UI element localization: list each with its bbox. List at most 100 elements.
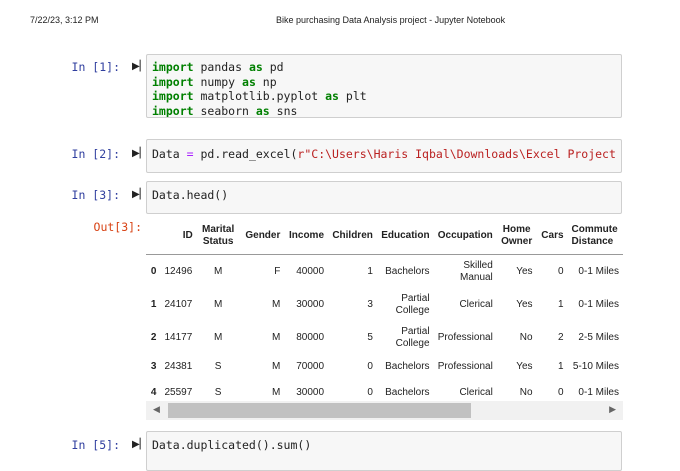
code-text: Data.head(): [152, 188, 229, 202]
code-text: Data: [152, 147, 187, 161]
code-keyword: as: [255, 103, 270, 118]
row-index: 3: [150, 361, 157, 372]
print-datetime: 7/22/23, 3:12 PM: [30, 15, 99, 25]
table-cell: 25597: [164, 387, 193, 398]
code-string: r"C:\Users\Haris Iqbal\Downloads\Excel P…: [297, 147, 616, 161]
cell-prompt: In [5]:: [71, 438, 120, 452]
code-line: import pandas as pd: [152, 60, 616, 75]
run-cell-icon[interactable]: ▶▏: [132, 439, 148, 450]
code-text: numpy: [193, 74, 243, 89]
run-cell-icon[interactable]: ▶▏: [132, 61, 148, 72]
table-cell: S: [214, 387, 222, 398]
row-index: 1: [150, 298, 157, 310]
table-cell: Clerical: [459, 387, 493, 398]
page-title: Bike purchasing Data Analysis project - …: [276, 15, 506, 25]
code-text: sns: [269, 103, 298, 118]
table-cell: 0-1 Miles: [578, 298, 619, 310]
code-line: import matplotlib.pyplot as plt: [152, 89, 616, 104]
code-keyword: as: [242, 74, 256, 89]
table-cell: 40000: [296, 265, 325, 277]
code-keyword: import: [152, 60, 194, 74]
table-cell: M: [272, 331, 281, 343]
table-cell: Professional: [437, 331, 493, 343]
code-text: pandas: [193, 60, 249, 74]
run-cell-icon[interactable]: ▶▏: [132, 148, 148, 159]
code-cell-input[interactable]: Data.duplicated().sum(): [146, 431, 622, 471]
code-text: Data.duplicated().sum(): [152, 438, 312, 452]
table-cell: 70000: [296, 361, 325, 372]
table-cell: 0: [367, 387, 373, 398]
table-cell: 3: [367, 298, 373, 310]
table-cell: Yes: [516, 298, 533, 310]
table-cell: Professional: [437, 361, 493, 372]
table-cell: 1: [557, 298, 564, 310]
column-header: Home Owner: [496, 218, 537, 255]
code-keyword: as: [248, 60, 263, 74]
column-header: Marital Status: [196, 218, 240, 255]
table-cell: 2-5 Miles: [578, 331, 619, 343]
column-header: [146, 218, 161, 255]
scroll-left-icon[interactable]: ◀: [153, 404, 160, 414]
code-operator: =: [186, 147, 194, 161]
table-cell: 0-1 Miles: [578, 265, 619, 277]
row-index: 4: [150, 387, 157, 398]
table-cell: Yes: [516, 265, 533, 277]
code-cell-input[interactable]: Data.head(): [146, 181, 622, 214]
code-cell-input[interactable]: Data = pd.read_excel(r"C:\Users\Haris Iq…: [146, 139, 622, 173]
run-cell-icon[interactable]: ▶▏: [132, 189, 148, 200]
table-cell: M: [213, 298, 223, 310]
table-cell: 0-1 Miles: [578, 387, 619, 398]
table-cell: 5: [367, 331, 373, 343]
column-header: Children: [328, 218, 377, 255]
column-header: Gender: [239, 218, 285, 255]
column-header: Education: [376, 218, 434, 255]
code-text: plt: [338, 89, 367, 103]
table-cell: Partial College: [395, 325, 430, 349]
table-cell: 24381: [164, 361, 193, 372]
table-cell: Clerical: [459, 298, 493, 310]
cell-prompt: In [3]:: [71, 188, 120, 202]
horizontal-scrollbar[interactable]: ◀ ▶: [146, 401, 623, 420]
table-cell: 80000: [296, 331, 325, 343]
table-cell: 1: [557, 361, 564, 372]
table-cell: M: [272, 361, 281, 372]
code-keyword: import: [152, 89, 194, 103]
cell-prompt: In [1]:: [71, 60, 120, 74]
code-text: pd.read_excel(: [193, 147, 298, 161]
row-index: 0: [150, 265, 157, 277]
table-cell: M: [272, 387, 281, 398]
table-cell: 5-10 Miles: [572, 361, 619, 372]
column-header: Commute Distance: [567, 218, 623, 255]
table-cell: M: [213, 265, 223, 277]
code-line: import numpy as np: [152, 75, 616, 90]
cell-prompt: In [2]:: [71, 147, 120, 161]
table-cell: 24107: [164, 298, 193, 310]
table-cell: Bachelors: [385, 265, 430, 277]
scrollbar-thumb[interactable]: [168, 403, 472, 418]
code-text: np: [255, 74, 277, 89]
table-cell: 30000: [296, 298, 325, 310]
code-text: seaborn: [193, 103, 256, 118]
code-keyword: import: [152, 103, 194, 118]
table-cell: Skilled Manual: [459, 259, 493, 283]
table-cell: 12496: [164, 265, 193, 277]
code-line: import seaborn as sns: [152, 103, 616, 118]
table-cell: S: [214, 361, 222, 372]
table-cell: Yes: [516, 361, 533, 372]
scroll-right-icon[interactable]: ▶: [609, 404, 616, 414]
table-cell: No: [519, 387, 533, 398]
table-cell: 1: [367, 265, 373, 277]
code-text: matplotlib.pyplot: [193, 89, 326, 103]
table-cell: Partial College: [395, 292, 430, 316]
code-keyword: import: [152, 74, 194, 89]
column-header: Cars: [536, 218, 568, 255]
column-header: Income: [284, 218, 329, 255]
column-header: Occupation: [433, 218, 497, 255]
